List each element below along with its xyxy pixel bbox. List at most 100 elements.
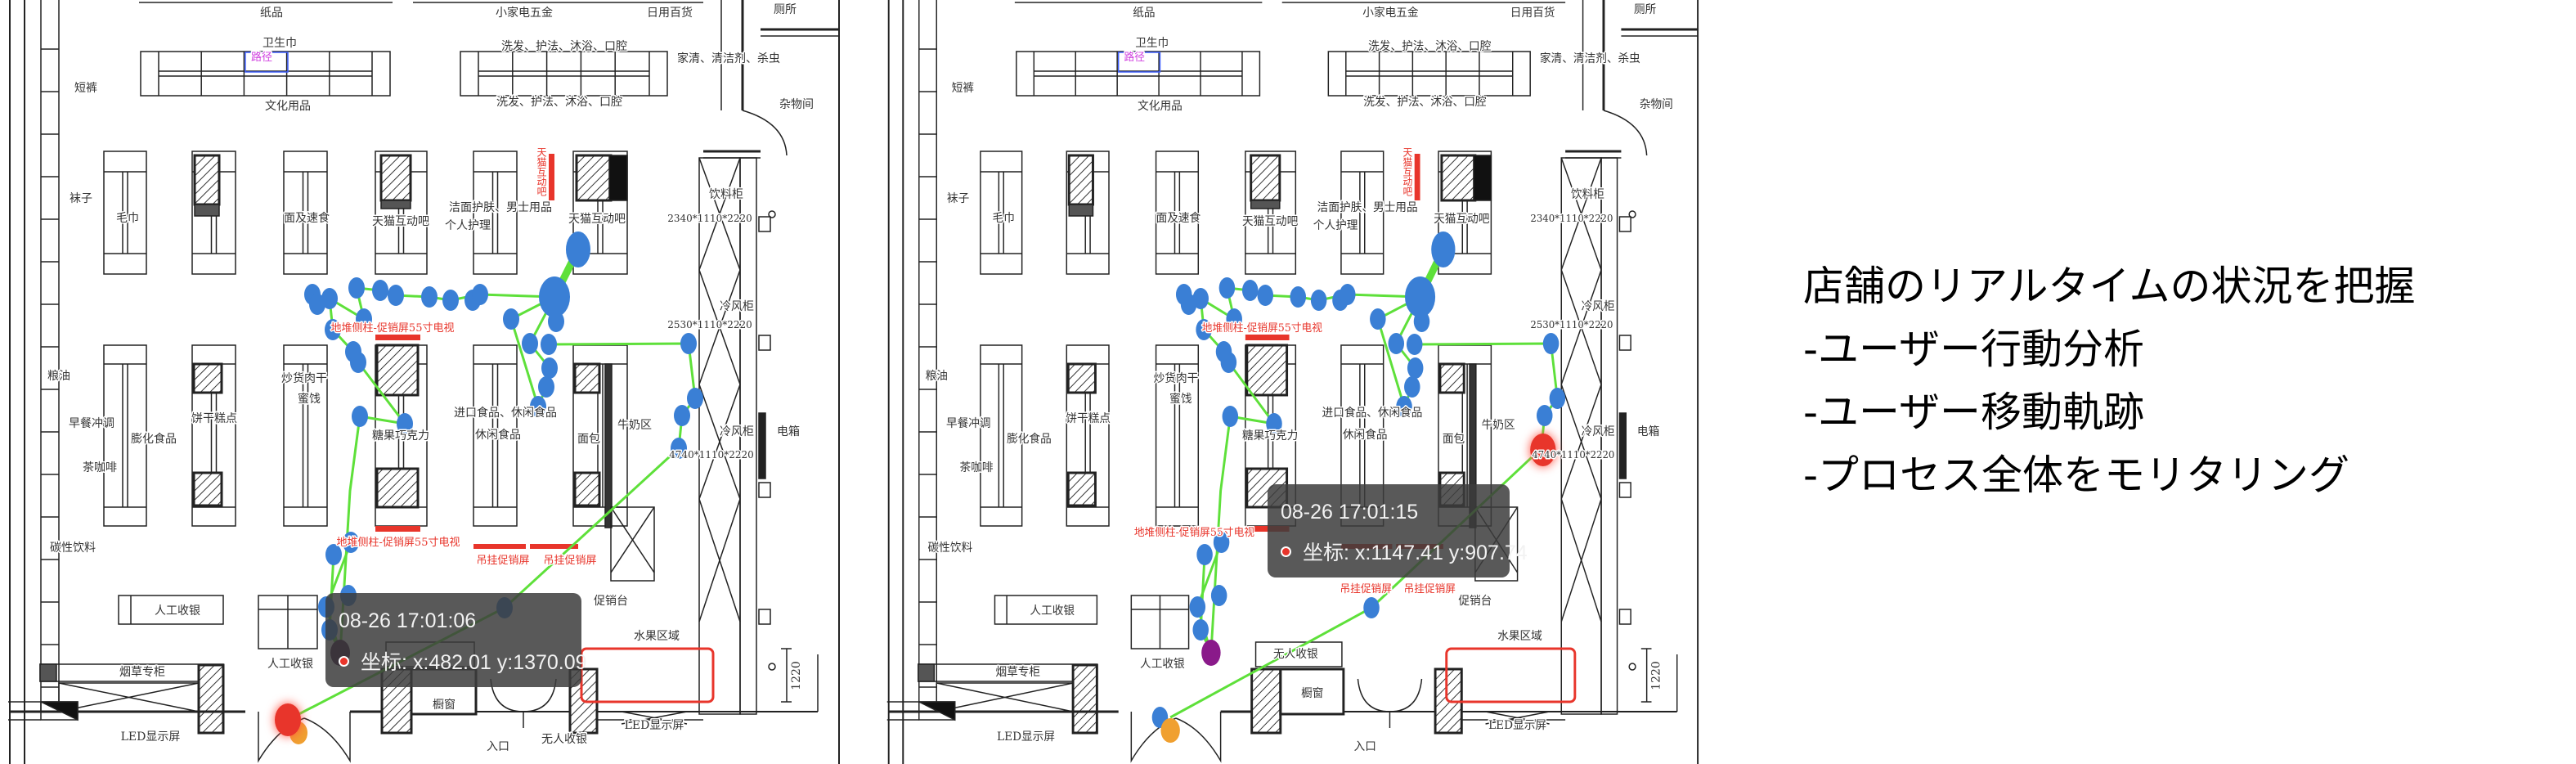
trajectory-point[interactable] xyxy=(530,396,546,417)
zone-label-stationery: 文化用品 xyxy=(265,100,311,113)
trajectory-point[interactable] xyxy=(472,284,488,305)
trajectory-point[interactable] xyxy=(348,277,365,299)
zone-label-small-appliances: 小家电五金 xyxy=(496,6,553,20)
current-position-marker[interactable] xyxy=(275,703,301,736)
zone-label-imported: 进口食品、休闲食品 xyxy=(1322,406,1423,420)
zone-label-led-1: LED显示屏 xyxy=(121,730,181,744)
trajectory-point[interactable] xyxy=(1196,544,1213,565)
trajectory-start-point[interactable] xyxy=(1160,718,1180,743)
trajectory-point[interactable] xyxy=(1266,413,1282,434)
zone-label-cooler-2: 冷风柜 xyxy=(720,425,754,438)
trajectory-point-cluster[interactable] xyxy=(1431,231,1456,267)
trajectory-point[interactable] xyxy=(350,352,366,373)
zone-label-daily-goods: 日用百货 xyxy=(1510,6,1555,20)
zone-label-personal-care: 个人护理 xyxy=(445,219,491,232)
trajectory-point[interactable] xyxy=(1192,288,1209,309)
trajectory-point[interactable] xyxy=(1196,319,1212,340)
trajectory-point[interactable] xyxy=(541,334,557,355)
trajectory-point[interactable] xyxy=(388,285,404,306)
trajectory-point[interactable] xyxy=(680,333,697,354)
fruit-area-highlight[interactable] xyxy=(580,647,715,703)
trajectory-point[interactable] xyxy=(1180,294,1197,315)
trajectory-point[interactable] xyxy=(1222,406,1239,427)
trajectory-point-cluster[interactable] xyxy=(566,231,590,267)
trajectory-point[interactable] xyxy=(325,544,342,565)
zone-label-snacks-meat: 炒货肉干 xyxy=(1154,371,1199,385)
zone-label-window: 橱窗 xyxy=(1301,686,1323,700)
trajectory-point[interactable] xyxy=(1257,285,1274,306)
trajectory-point[interactable] xyxy=(421,286,438,308)
trajectory-point[interactable] xyxy=(1542,333,1560,354)
current-position-marker[interactable] xyxy=(1530,434,1556,466)
trajectory-point[interactable] xyxy=(372,280,388,301)
trajectory-point[interactable] xyxy=(352,406,368,427)
zone-label-promo-table: 促销台 xyxy=(1458,595,1492,608)
trajectory-point[interactable] xyxy=(503,308,519,330)
trajectory-point[interactable] xyxy=(1310,290,1327,311)
trajectory-point[interactable] xyxy=(522,333,538,354)
zone-label-promo-tv-2: 地堆侧柱-促销屏55寸电视 xyxy=(1134,527,1254,539)
zone-label-self-checkout: 无人收银 xyxy=(1273,648,1318,661)
trajectory-point[interactable] xyxy=(321,288,338,309)
trajectory-point[interactable] xyxy=(541,357,558,379)
zone-label-paper: 纸品 xyxy=(260,7,283,20)
trajectory-waypoint-highlight[interactable] xyxy=(1201,640,1221,666)
trajectory-point[interactable] xyxy=(325,319,341,340)
zone-label-fruit: 水果区域 xyxy=(1497,630,1542,643)
trajectory-point[interactable] xyxy=(1226,308,1242,330)
zone-label-promo-tv-1: 地堆侧柱-促销屏55寸电视 xyxy=(1202,322,1322,335)
store-map-panel-right[interactable]: 纸品小家电五金日用百货厕所卫生巾路径洗发、护法、沐浴、口腔家清、清洁剂、杀虫短裤… xyxy=(879,0,1701,764)
trajectory-point[interactable] xyxy=(1189,596,1206,618)
trajectory-point[interactable] xyxy=(687,388,703,409)
trajectory-point[interactable] xyxy=(538,376,554,398)
zone-label-skincare: 洁面护肤、男士用品 xyxy=(1317,201,1418,214)
fruit-area-highlight[interactable] xyxy=(1445,647,1577,703)
trajectory-point[interactable] xyxy=(1210,585,1227,606)
zone-label-self-checkout: 无人收银 xyxy=(541,733,587,746)
trajectory-point[interactable] xyxy=(1241,280,1259,301)
zone-label-drinks: 碳性饮料 xyxy=(50,542,96,555)
zone-label-personal-care: 个人护理 xyxy=(1313,219,1358,232)
zone-label-grain-oil: 粮油 xyxy=(47,370,70,383)
trajectory-point[interactable] xyxy=(1213,532,1230,553)
zone-label-breakfast: 早餐冲调 xyxy=(69,417,114,430)
trajectory-point[interactable] xyxy=(397,413,413,434)
trajectory-point[interactable] xyxy=(1407,357,1424,379)
trajectory-point[interactable] xyxy=(1370,308,1386,330)
zone-label-toilet: 厕所 xyxy=(1634,3,1656,16)
trajectory-point-cluster[interactable] xyxy=(539,276,570,317)
trajectory-point[interactable] xyxy=(1339,284,1356,305)
trajectory-point[interactable] xyxy=(1192,619,1209,640)
zone-label-dim-2: 2530*1110*2220 xyxy=(1530,319,1613,330)
tooltip-coordinate: 坐标: x:482.01 y:1370.09 xyxy=(339,646,587,676)
floor-plan: 纸品小家电五金日用百货厕所卫生巾路径洗发、护法、沐浴、口腔家清、清洁剂、杀虫短裤… xyxy=(8,0,840,764)
zone-label-noodles: 面及速食 xyxy=(1156,211,1201,225)
zone-label-hanging-1: 吊挂促销屏 xyxy=(1340,583,1393,595)
trajectory-point[interactable] xyxy=(1290,286,1307,308)
trajectory-point[interactable] xyxy=(1218,277,1236,299)
trajectory-point[interactable] xyxy=(674,405,690,426)
trajectory-point[interactable] xyxy=(1406,334,1423,355)
zone-label-daily-goods: 日用百货 xyxy=(647,6,693,20)
trajectory-tooltip-right: 08-26 17:01:15 坐标: x:1147.41 y:907.74 xyxy=(1268,484,1528,577)
trajectory-point[interactable] xyxy=(442,290,459,311)
zone-label-hair-care-top: 洗发、护法、沐浴、口腔 xyxy=(1368,40,1491,53)
trajectory-point[interactable] xyxy=(356,308,372,330)
promo-screen-marker xyxy=(1245,335,1290,340)
promo-screen-marker xyxy=(1245,526,1290,532)
trajectory-point[interactable] xyxy=(1537,405,1553,426)
trajectory-point-cluster[interactable] xyxy=(1405,276,1436,317)
trajectory-point[interactable] xyxy=(1363,597,1380,618)
zone-label-beverage-cabinet: 饮料柜 xyxy=(1571,188,1604,201)
trajectory-point[interactable] xyxy=(1396,396,1412,417)
trajectory-point[interactable] xyxy=(309,294,325,315)
trajectory-point[interactable] xyxy=(343,532,359,553)
trajectory-point[interactable] xyxy=(1404,376,1420,398)
trajectory-point[interactable] xyxy=(1549,388,1566,409)
zone-label-cashier-1: 人工收银 xyxy=(1030,604,1075,618)
trajectory-point[interactable] xyxy=(671,438,687,459)
store-map-panel-left[interactable]: 纸品小家电五金日用百货厕所卫生巾路径洗发、护法、沐浴、口腔家清、清洁剂、杀虫短裤… xyxy=(0,0,842,764)
zone-label-window: 橱窗 xyxy=(433,698,456,712)
trajectory-point[interactable] xyxy=(1220,352,1237,373)
trajectory-point[interactable] xyxy=(1388,333,1405,354)
